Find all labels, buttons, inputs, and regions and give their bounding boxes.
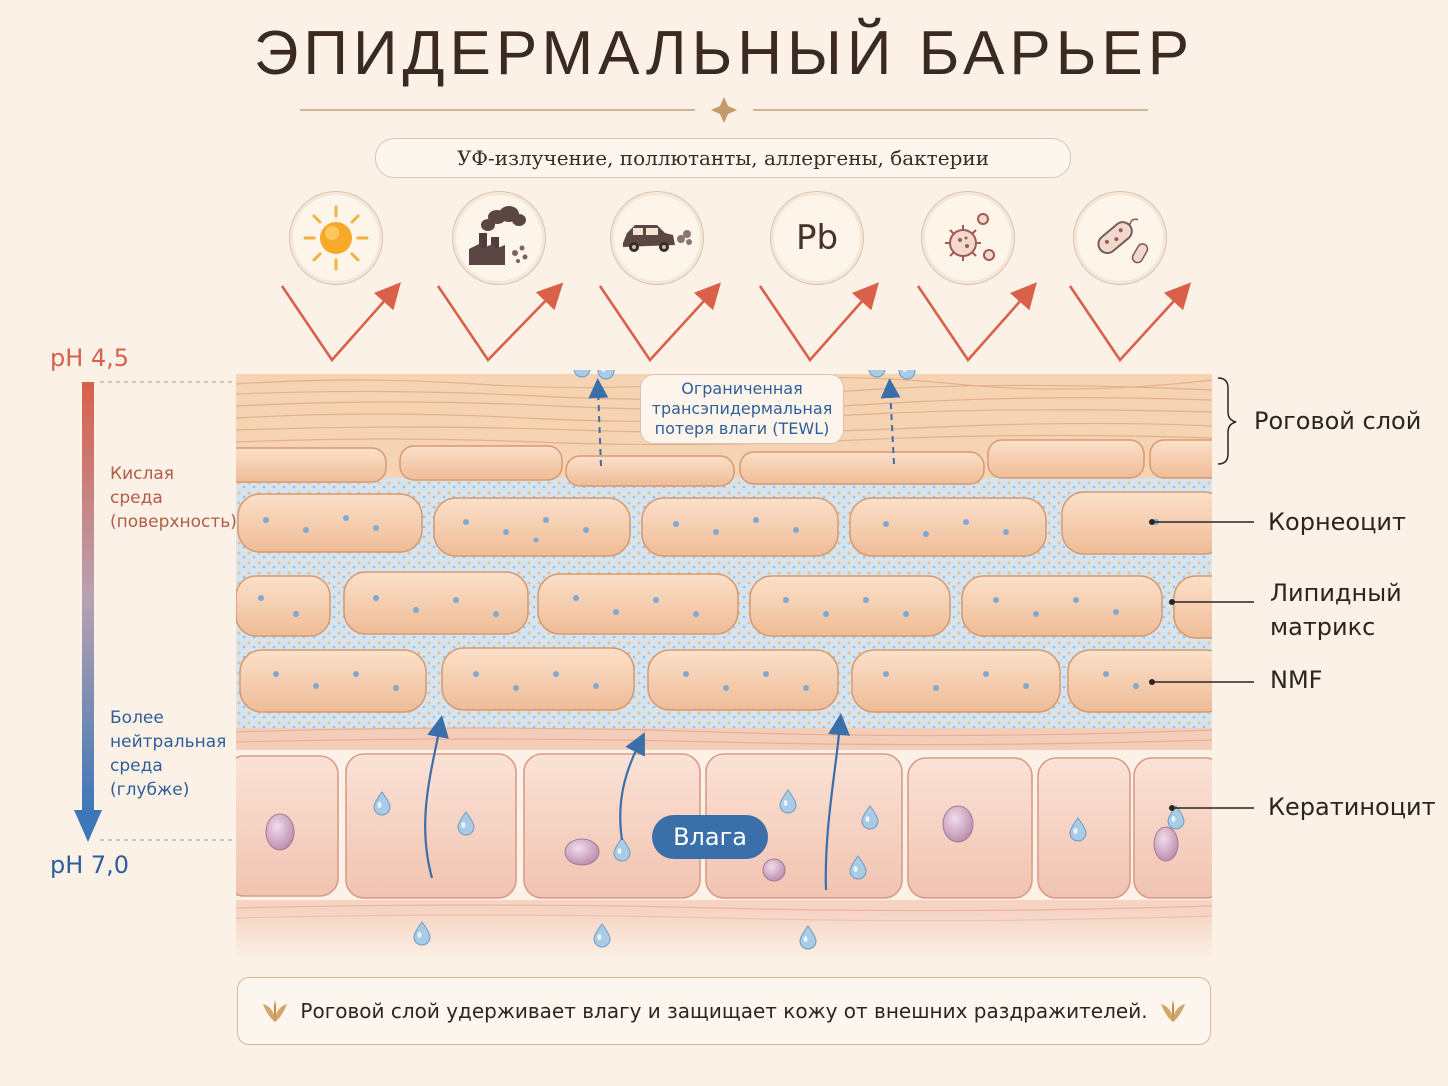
label-lipid-matrix: Липидный матрикс [1270,576,1402,644]
bacteria-icon [1073,191,1167,285]
neutral-line-4: (глубже) [110,780,190,800]
label-stratum-corneum: Роговой слой [1254,407,1422,435]
neutral-line-3: среда [110,756,163,776]
neutral-description: Более нейтральная среда (глубже) [110,706,226,802]
label-connectors [1149,377,1254,811]
acidic-line-1: Кислая [110,464,174,484]
threat-deflection-arrows [280,282,1192,363]
label-corneocyte: Корнеоцит [1268,508,1407,536]
neutral-line-1: Более [110,708,164,728]
ph-top-label: pH 4,5 [50,344,130,372]
lead-symbol: Pb [795,218,839,258]
footer-text: Роговой слой удерживает влагу и защищает… [300,999,1148,1023]
skin-cross-section [236,370,1212,960]
page-title: ЭПИДЕРМАЛЬНЫЙ БАРЬЕР [253,19,1195,88]
ph-gradient-arrow [74,382,102,842]
sun-icon [289,191,383,285]
car-exhaust-icon [610,191,704,285]
lipid-line-2: матрикс [1270,613,1376,641]
lead-icon: Pb [770,191,864,285]
threats-label: УФ-излучение, поллютанты, аллергены, бак… [375,138,1071,178]
leaf-left-icon [263,1000,287,1022]
tewl-line-1: Ограниченная [681,379,803,398]
ph-bottom-label: pH 7,0 [50,851,130,879]
leaf-right-icon [1161,1000,1185,1022]
lipid-line-1: Липидный [1270,579,1402,607]
tewl-line-3: потеря влаги (TEWL) [654,419,830,438]
label-nmf: NMF [1270,666,1323,694]
moisture-badge: Влага [652,815,768,859]
virus-icon [921,191,1015,285]
label-keratinocyte: Кератиноцит [1268,793,1436,821]
ph-dashed-guides [100,381,238,841]
title-ornament [300,97,1148,123]
neutral-line-2: нейтральная [110,732,227,752]
acidic-description: Кислая среда (поверхность) [110,462,237,534]
acidic-line-3: (поверхность) [110,512,237,532]
factory-smoke-icon [452,191,546,285]
footer-note: Роговой слой удерживает влагу и защищает… [237,977,1211,1045]
acidic-line-2: среда [110,488,163,508]
tewl-callout: Ограниченная трансэпидермальная потеря в… [640,374,844,444]
tewl-line-2: трансэпидермальная [651,399,833,418]
